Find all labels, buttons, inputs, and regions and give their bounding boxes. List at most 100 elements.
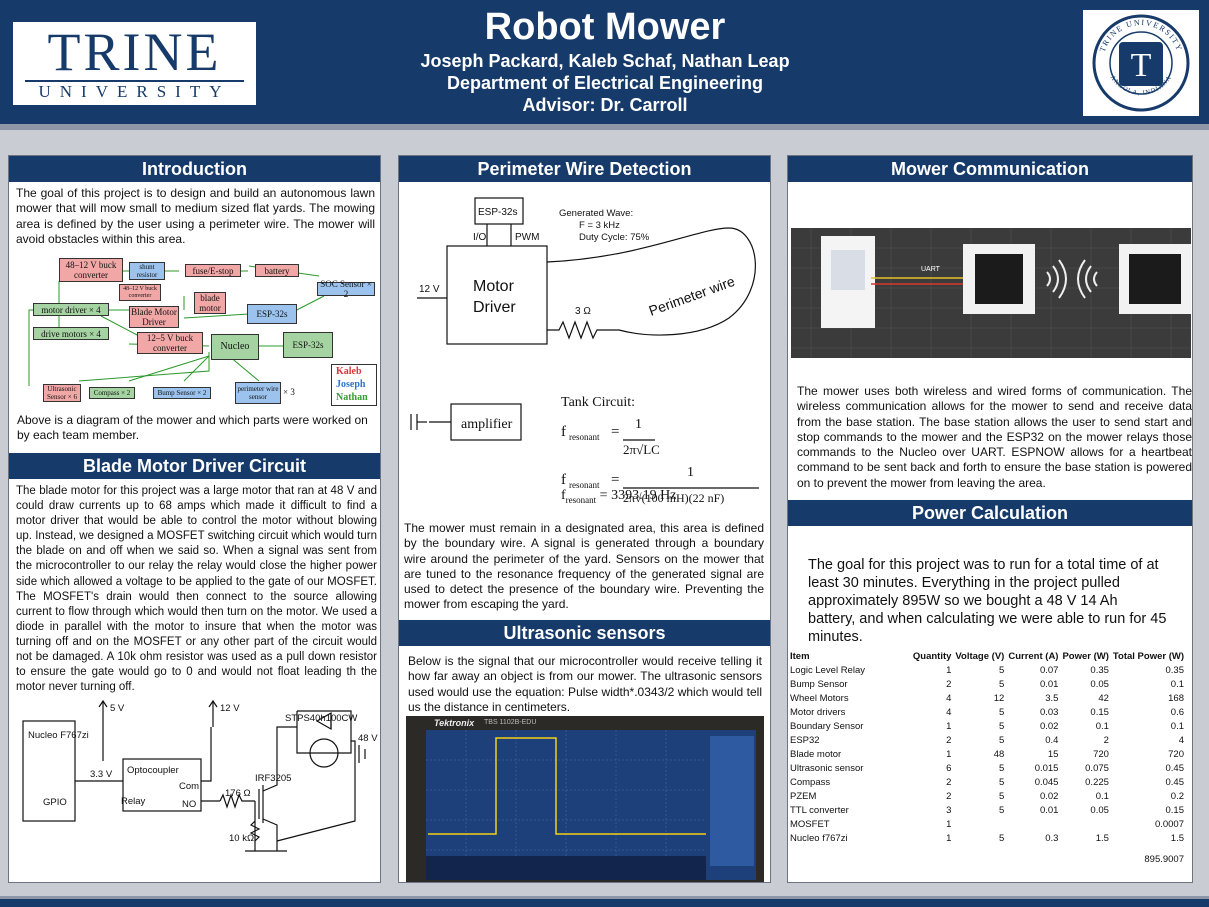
wave-label-1: Generated Wave: [559, 208, 633, 219]
v12-label: 12 V [220, 703, 240, 714]
pwm-label: PWM [515, 232, 539, 243]
table-cell: 5 [999, 706, 1005, 718]
communication-heading: Mower Communication [788, 156, 1192, 182]
uart-label: UART [921, 266, 940, 273]
table-cell: 0.3 [1045, 832, 1059, 844]
seal-letter: T [1131, 47, 1152, 84]
num-1: 1 [635, 417, 642, 432]
poster-header: TRINE UNIVERSITY Robot Mower Joseph Pack… [0, 0, 1209, 130]
legend-kaleb: Kaleb [336, 366, 362, 377]
blade-body: The blade motor for this project was a l… [16, 485, 377, 694]
table-cell: 0.2 [1170, 790, 1184, 802]
table-cell: Logic Level Relay [790, 664, 865, 676]
table-cell [1006, 845, 1060, 873]
battery: battery [255, 264, 299, 277]
table-cell: 720 [1093, 748, 1109, 760]
gpio-label: GPIO [43, 797, 67, 808]
table-cell [788, 845, 911, 873]
table-cell: 0.01 [1039, 678, 1059, 690]
advisor: Advisor: Dr. Carroll [522, 95, 688, 115]
table-total-row: 895.9007 [788, 845, 1186, 873]
table-cell: 168 [1168, 692, 1184, 704]
devices-illustration [791, 228, 1191, 358]
table-cell: 1 [946, 818, 952, 830]
power-table: Item Quantity Voltage (V) Current (A) Po… [788, 649, 1186, 873]
table-cell: 5 [999, 678, 1005, 690]
table-cell: 5 [999, 720, 1005, 732]
table-cell: 5 [999, 790, 1005, 802]
table-cell: Nucleo f767zi [790, 832, 848, 844]
f-label-1: f [561, 424, 566, 440]
communication-panel: Mower Communication UART The mower uses … [787, 155, 1193, 883]
nucleo-label: Nucleo F767zi [28, 730, 89, 741]
table-cell: 1 [946, 748, 952, 760]
shunt-resistor: shunt resistor [129, 262, 165, 280]
esp32s-mid: ESP-32s [247, 304, 297, 324]
poster-footer [0, 896, 1209, 907]
logo-subtitle: UNIVERSITY [25, 80, 244, 102]
legend-joseph: Joseph [336, 379, 366, 390]
table-cell: 0.4 [1045, 734, 1059, 746]
table-cell: Ultrasonic sensor [790, 762, 864, 774]
table-cell: MOSFET [790, 818, 830, 830]
col-item: Item [790, 650, 810, 662]
table-cell: 2 [946, 776, 952, 788]
table-cell: 0.03 [1039, 706, 1059, 718]
communication-body: The mower uses both wireless and wired f… [797, 384, 1192, 490]
fuse-estop: fuse/E-stop [185, 264, 241, 277]
university-seal: TRINE UNIVERSITY ANGOLA, INDIANA T [1083, 10, 1199, 116]
col-total-power: Total Power (W) [1112, 650, 1184, 662]
table-cell: 0.35 [1090, 664, 1109, 676]
table-cell: 0.1 [1170, 720, 1184, 732]
wave-label-3: Duty Cycle: 75% [579, 232, 650, 243]
table-cell: 2 [946, 678, 952, 690]
soc-sensor: SOC Sensor × 2 [317, 279, 375, 299]
table-cell: 0.225 [1085, 776, 1109, 788]
table-cell: 2 [946, 790, 952, 802]
col-power: Power (W) [1062, 650, 1109, 662]
num-2: 1 [687, 465, 694, 480]
department: Department of Electrical Engineering [446, 73, 764, 93]
perimeter-heading: Perimeter Wire Detection [399, 156, 770, 182]
table-cell: 48 [993, 748, 1005, 760]
buck-48-12-a: 48–12 V buck converter [59, 258, 123, 282]
table-cell [953, 845, 1006, 873]
table-cell: 0.045 [1034, 776, 1059, 788]
table-cell: 2 [946, 734, 952, 746]
scope-brand: Tektronix [434, 718, 475, 728]
v5-label: 5 V [110, 703, 125, 714]
perimeter-diagram: ESP-32s I/O PWM Motor Driver 12 V 3 Ω Pe… [417, 197, 756, 345]
title-block: Robot Mower Joseph Packard, Kaleb Schaf,… [300, 4, 910, 116]
blade-heading: Blade Motor Driver Circuit [9, 453, 380, 479]
amplifier-label: amplifier [461, 417, 513, 432]
no-label: NO [182, 799, 196, 810]
authors: Joseph Packard, Kaleb Schaf, Nathan Leap [420, 51, 790, 71]
col-current: Current (A) [1008, 650, 1059, 662]
den-2: 2π√(100 mH)(22 nF) [623, 491, 724, 505]
table-cell: Wheel Motors [790, 692, 849, 704]
perimeter-body: The mower must remain in a designated ar… [404, 521, 764, 612]
table-cell: 4 [946, 706, 952, 718]
col-voltage: Voltage (V) [955, 650, 1005, 662]
io-label: I/O [473, 232, 487, 243]
ultrasonic-sensor: Ultrasonic Sensor × 6 [43, 384, 81, 402]
seal-icon: TRINE UNIVERSITY ANGOLA, INDIANA T [1092, 14, 1190, 112]
table-cell: 0.1 [1095, 720, 1109, 732]
perimeter-panel: Perimeter Wire Detection ESP-32s I/O PWM… [398, 155, 771, 883]
table-cell: 42 [1098, 692, 1109, 704]
compass: Compass × 2 [89, 387, 135, 399]
scope-model: TBS 1102B-EDU [484, 719, 537, 726]
table-cell: 0.05 [1090, 804, 1109, 816]
table-cell: 12 [993, 692, 1005, 704]
table-cell: 0.1 [1095, 790, 1109, 802]
table-cell: 5 [999, 762, 1005, 774]
table-cell: 1.5 [1170, 832, 1184, 844]
legend-nathan: Nathan [336, 392, 368, 403]
table-cell: 1.5 [1095, 832, 1109, 844]
